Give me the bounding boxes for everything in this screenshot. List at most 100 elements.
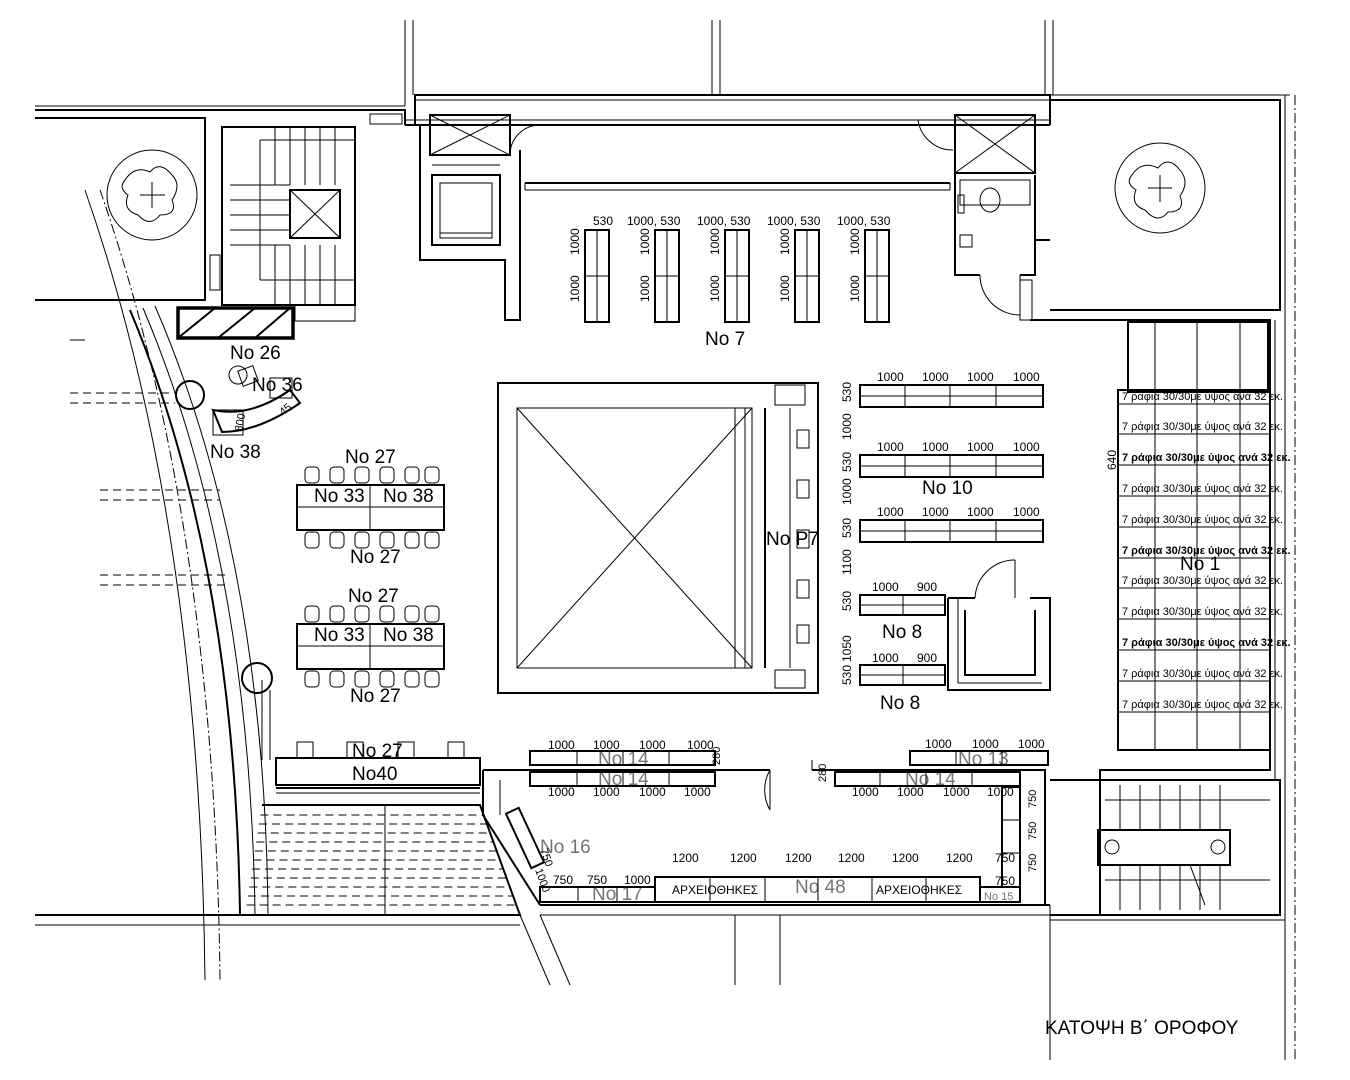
dim-label: 750 <box>1027 822 1039 840</box>
dim-label: 1000 <box>708 275 722 302</box>
chair-icon <box>379 605 395 623</box>
dim-label: 1200 <box>672 851 699 865</box>
outer-walls <box>35 20 1296 1060</box>
label-no8-a: No 8 <box>882 622 922 643</box>
dim-label: 280 <box>817 764 829 782</box>
dim-label: 1000 <box>638 228 652 255</box>
label-archive-right: ΑΡΧΕΙΟΘΗΚΕΣ <box>876 883 962 897</box>
label-no27-bot-1: No 27 <box>350 547 401 568</box>
dim-label: 1000 <box>639 738 666 752</box>
dim-label: 1000 <box>877 370 904 384</box>
dim-label: 1000 <box>972 737 999 751</box>
label-no27-top-1: No 27 <box>345 447 396 468</box>
chair-icon <box>304 466 320 484</box>
label-no27-top-2: No 27 <box>348 586 399 607</box>
label-no10: No 10 <box>922 478 973 499</box>
dim-label: 1200 <box>838 851 865 865</box>
dim-label: 640 <box>1105 450 1119 470</box>
dim-label: 750 <box>995 851 1015 865</box>
dim-label: 1000 <box>967 440 994 454</box>
dim-label: 1000, 530 <box>627 214 681 228</box>
label-no14-b: No 14 <box>598 749 649 770</box>
chair-icon <box>329 466 345 484</box>
label-no33-2: No 33 <box>314 625 365 646</box>
dim-label: 1000 <box>922 505 949 519</box>
label-archive-left: ΑΡΧΕΙΟΘΗΚΕΣ <box>672 883 758 897</box>
shelf-note: 7 ράφια 30/30με ύψος ανά 32 εκ. <box>1122 483 1283 495</box>
shelf-note: 7 ράφια 30/30με ύψος ανά 32 εκ. <box>1122 575 1283 587</box>
dim-label: 1000 <box>638 275 652 302</box>
chair-icon <box>379 531 395 549</box>
dim-label: 1050 <box>840 635 854 662</box>
dim-label: 750 <box>1027 854 1039 872</box>
chair-icon <box>354 605 370 623</box>
label-no38-2: No 38 <box>383 625 434 646</box>
curved-facade <box>70 189 273 981</box>
label-no26: No 26 <box>230 343 281 364</box>
shelf-note: 7 ράφια 30/30με ύψος ανά 32 εκ. <box>1122 391 1283 403</box>
dim-label: 1000 <box>708 228 722 255</box>
dim-label: 1200 <box>785 851 812 865</box>
dim-label: 1000 <box>593 785 620 799</box>
label-no14-c: No 14 <box>905 769 956 790</box>
dim-label: 530 <box>840 591 854 611</box>
dim-label: 800 <box>233 412 248 432</box>
label-no38: No 38 <box>210 442 261 463</box>
small-room <box>947 559 1051 691</box>
dim-label: 1000, 530 <box>767 214 821 228</box>
staircase-bottom-right <box>1097 780 1270 915</box>
wc-area <box>917 114 1050 321</box>
dim-label: 1000 <box>548 785 575 799</box>
dim-label: 1000 <box>987 785 1014 799</box>
shelf-note: 7 ράφια 30/30με ύψος ανά 32 εκ. <box>1122 606 1283 618</box>
dim-label: 1000 <box>848 275 862 302</box>
dim-label: 1000 <box>877 440 904 454</box>
chair-icon <box>404 605 420 623</box>
shelving-no1: 7 ράφια 30/30με ύψος ανά 32 εκ. 7 ράφια 3… <box>1117 321 1291 751</box>
dim-label: 1000 <box>778 275 792 302</box>
label-no7: No 7 <box>705 329 745 350</box>
dim-label: 1000 <box>943 785 970 799</box>
chair-icon <box>404 466 420 484</box>
chair-icon <box>424 605 440 623</box>
dim-label: 530 <box>840 452 854 472</box>
chair-icon <box>304 605 320 623</box>
dim-label: 1100 <box>840 549 854 575</box>
dim-label: 750 <box>995 874 1015 888</box>
label-no33-1: No 33 <box>314 486 365 507</box>
desk-no36 <box>211 365 302 436</box>
dim-label: 1000 <box>778 228 792 255</box>
dim-label: 1000, 530 <box>697 214 751 228</box>
chair-icon <box>424 466 440 484</box>
dim-label: 1000 <box>548 738 575 752</box>
dim-label: 750 <box>553 873 573 887</box>
shelf-note: 7 ράφια 30/30με ύψος ανά 32 εκ. <box>1122 637 1291 649</box>
chair-icon <box>329 670 345 688</box>
shelf-note: 7 ράφια 30/30με ύψος ανά 32 εκ. <box>1122 668 1283 680</box>
shelf-frame <box>1117 389 1271 751</box>
dim-label: 1000 <box>872 651 899 665</box>
chair-icon <box>354 466 370 484</box>
label-no8-b: No 8 <box>880 693 920 714</box>
label-no1: No 1 <box>1180 554 1220 575</box>
chair-icon <box>304 670 320 688</box>
label-no27-40: No 27 <box>352 741 403 762</box>
dim-label: 1000 <box>684 785 711 799</box>
label-no14-a: No 14 <box>598 769 649 790</box>
label-no13: No 13 <box>958 749 1009 770</box>
label-no15: No 15 <box>984 891 1013 903</box>
dim-label: 1000 <box>897 785 924 799</box>
dim-label: 1000 <box>967 505 994 519</box>
dim-label: 1000 <box>967 370 994 384</box>
archive-room <box>482 750 1049 906</box>
reading-table-1 <box>296 466 445 549</box>
dim-label: 1000 <box>852 785 879 799</box>
chair-icon <box>404 531 420 549</box>
dim-label: 1000 <box>1013 505 1040 519</box>
dim-label: 1000 <box>1013 370 1040 384</box>
chair-icon <box>354 531 370 549</box>
dim-label: 900 <box>917 580 937 594</box>
dim-label: 1000 <box>568 228 582 255</box>
